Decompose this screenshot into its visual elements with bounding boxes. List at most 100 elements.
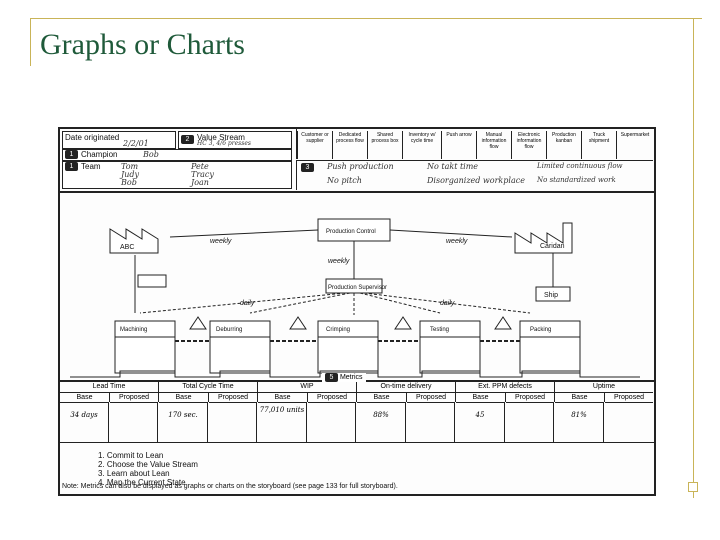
- metric-sub-header: Proposed: [605, 392, 653, 402]
- metric-value: [110, 402, 158, 442]
- process-label: Testing: [430, 327, 449, 333]
- legend-item: Push arrow: [441, 131, 476, 159]
- value-stream-label: Value Stream: [197, 133, 245, 142]
- issue-text: Disorganized workplace: [427, 176, 525, 185]
- storyboard-note: Note: Metrics can also be displayed as g…: [62, 483, 398, 490]
- process-box: [114, 320, 176, 374]
- info-flow-line: [359, 292, 441, 314]
- metric-value: 45: [456, 402, 505, 442]
- info-flow-line: [139, 292, 346, 314]
- weekly-label: weekly: [328, 258, 350, 265]
- metric-sub-header: Proposed: [308, 392, 357, 402]
- date-value: 2/2/01: [123, 139, 149, 148]
- metric-value: 170 sec.: [159, 402, 208, 442]
- step-1-badge: 1: [65, 150, 78, 159]
- weekly-label: weekly: [446, 238, 468, 245]
- team-member: Bob: [121, 178, 137, 187]
- step-2-badge: 2: [181, 135, 194, 144]
- legend-item: Truck shipment: [581, 131, 616, 159]
- metric-value: [605, 402, 653, 442]
- info-flow-line: [389, 229, 513, 238]
- metric-group-header: On-time delivery: [357, 382, 456, 392]
- legend-item: Supermarket: [616, 131, 653, 159]
- metric-value: 81%: [555, 402, 604, 442]
- slide-title: Graphs or Charts: [40, 28, 245, 61]
- metric-sub-header: Base: [357, 392, 407, 402]
- issues-box: 3 Push production No pitch No takt time …: [296, 160, 653, 190]
- metric-sub-header: Proposed: [407, 392, 456, 402]
- champion-label: Champion: [81, 150, 118, 159]
- metric-sub-header: Base: [555, 392, 605, 402]
- metric-group-header: Total Cycle Time: [159, 382, 258, 392]
- customer-label: Caridan: [540, 243, 565, 250]
- legend-item: Shared process box: [367, 131, 402, 159]
- production-control-label: Production Control: [326, 229, 376, 235]
- team-label: Team: [81, 162, 101, 171]
- team-member: Pete: [191, 162, 209, 171]
- customer-factory-shape: [514, 222, 573, 254]
- metric-value: 88%: [357, 402, 406, 442]
- metric-sub-header: Proposed: [110, 392, 159, 402]
- info-flow-line: [249, 292, 351, 314]
- legend-item: Inventory w/ cycle time: [402, 131, 441, 159]
- issue-text: No standardized work: [537, 176, 616, 184]
- storyboard-sheet: Date originated 2/2/01 2 Value Stream HC…: [58, 127, 656, 496]
- metric-group-header: WIP: [258, 382, 357, 392]
- step-1b-badge: 1: [65, 162, 78, 171]
- team-cell: 1 Team Tom Judy Bob Pete Tracy Joan: [62, 161, 292, 189]
- legend-item: Manual information flow: [476, 131, 511, 159]
- metric-value: [506, 402, 554, 442]
- inventory-triangle: [494, 316, 512, 330]
- metrics-table: 5 Metrics Lead Time Total Cycle Time WIP…: [60, 373, 654, 443]
- legend-strip: Customer or supplier Dedicated process f…: [296, 129, 653, 159]
- metric-sub-header: Proposed: [506, 392, 555, 402]
- timeline: [70, 370, 640, 378]
- info-flow-line: [363, 292, 531, 314]
- process-box: [419, 320, 481, 374]
- metric-value: [308, 402, 356, 442]
- team-member: Joan: [191, 178, 209, 187]
- supplier-factory-shape: [109, 228, 159, 254]
- process-label: Machining: [120, 327, 147, 333]
- info-flow-line: [169, 229, 319, 238]
- metric-group-header: Ext. PPM defects: [456, 382, 555, 392]
- metric-sub-header: Proposed: [209, 392, 258, 402]
- team-member: Judy: [121, 170, 139, 179]
- issue-text: No takt time: [427, 162, 479, 171]
- legend-item: Dedicated process flow: [332, 131, 367, 159]
- steps-list: 1. Commit to Lean 2. Choose the Value St…: [98, 451, 198, 487]
- legend-item: Production kanban: [546, 131, 581, 159]
- metrics-title: 5 Metrics: [322, 373, 366, 382]
- value-stream-cell: 2 Value Stream HC 3, 4/6 presses: [178, 131, 292, 149]
- inventory-triangle: [394, 316, 412, 330]
- frame-top-line: [30, 18, 702, 19]
- issue-text: Limited continuous flow: [537, 162, 623, 170]
- champion-value: Bob: [143, 150, 159, 159]
- process-label: Crimping: [326, 327, 350, 333]
- step-5-badge: 5: [325, 373, 338, 382]
- value-stream-value: HC 3, 4/6 presses: [197, 140, 251, 147]
- legend-item: Customer or supplier: [297, 131, 332, 159]
- step-item: 1. Commit to Lean: [98, 451, 164, 460]
- issue-text: No pitch: [327, 176, 362, 185]
- metric-value: 34 days: [60, 402, 109, 442]
- metric-value: [407, 402, 455, 442]
- inventory-triangle: [289, 316, 307, 330]
- ship-label: Ship: [544, 292, 558, 299]
- metric-group-header: Uptime: [592, 383, 616, 390]
- process-box: [317, 320, 379, 374]
- frame-left-line: [30, 18, 31, 66]
- legend-item: Electronic information flow: [511, 131, 546, 159]
- process-box: [519, 320, 581, 374]
- step-3-badge: 3: [301, 163, 314, 172]
- metric-sub-header: Base: [456, 392, 506, 402]
- frame-right-line: [693, 18, 694, 498]
- metric-sub-header: Base: [60, 392, 110, 402]
- step-item: 4. Map the Current State: [98, 478, 186, 487]
- metric-value: 77,010 units: [258, 402, 307, 442]
- supplier-label: ABC: [120, 244, 134, 251]
- truck-shape: [137, 274, 167, 288]
- production-supervisor-label: Production Supervisor: [328, 285, 387, 291]
- step-item: 2. Choose the Value Stream: [98, 460, 198, 469]
- step-item: 3. Learn about Lean: [98, 469, 170, 478]
